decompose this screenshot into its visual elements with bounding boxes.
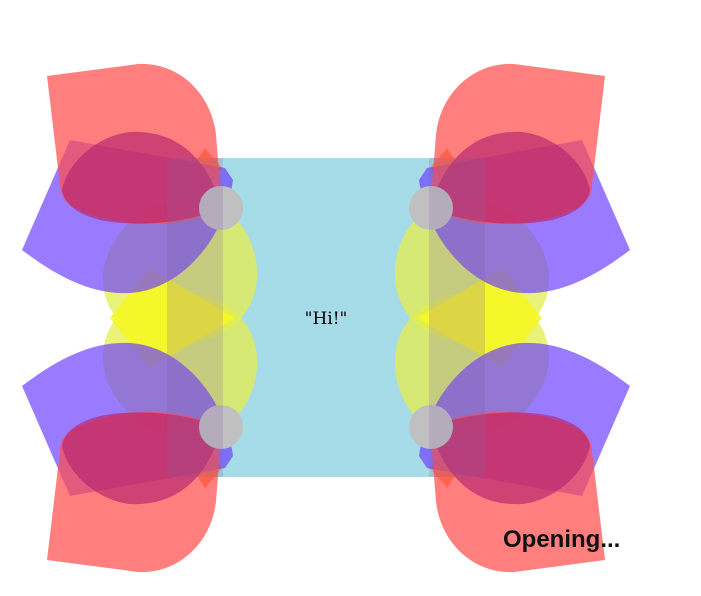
right-yellow-star <box>417 268 542 368</box>
left-knob-top <box>199 186 243 230</box>
right-panel-edge <box>429 158 485 477</box>
left-knob-bottom <box>199 405 243 449</box>
right-flower-cluster <box>394 63 630 573</box>
left-panel-edge <box>167 158 223 477</box>
right-magenta-overlap-top <box>430 131 590 224</box>
left-flower-cluster <box>22 63 258 573</box>
right-knob-top <box>409 186 453 230</box>
left-magenta-overlap-bottom <box>62 412 222 505</box>
left-magenta-overlap-top <box>62 131 222 224</box>
greeting-text: "Hi!" <box>305 309 348 329</box>
left-yellow-star <box>110 268 235 368</box>
loading-status-text: Opening... <box>503 526 620 553</box>
right-knob-bottom <box>409 405 453 449</box>
right-magenta-overlap-bottom <box>430 412 590 505</box>
